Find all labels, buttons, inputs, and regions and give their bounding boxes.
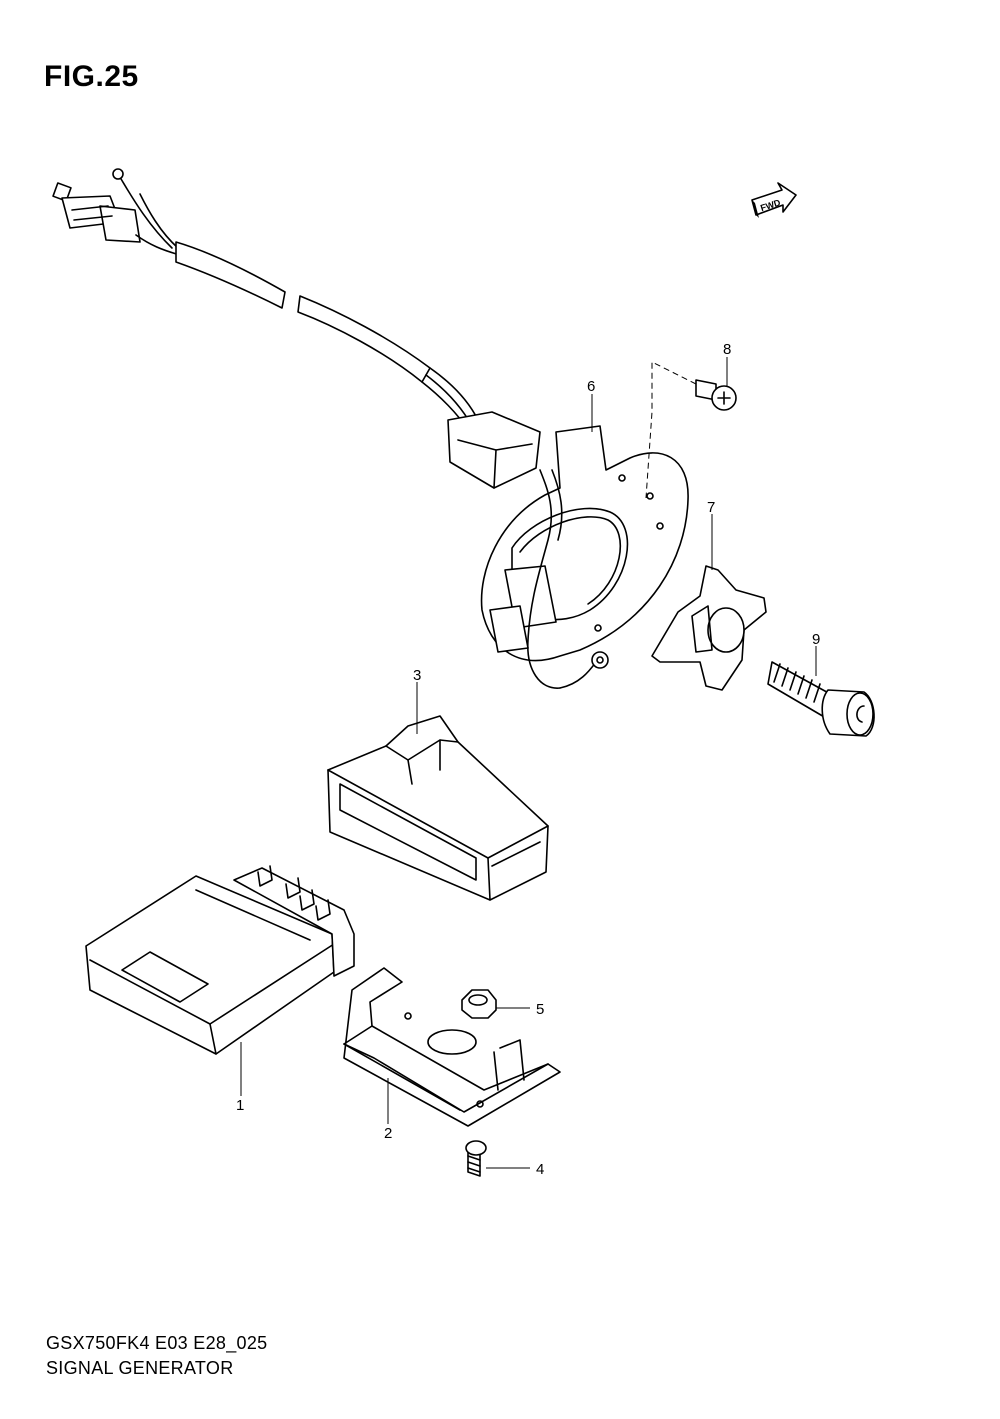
callout-leaders [240, 357, 817, 1169]
callout-2: 2 [384, 1125, 392, 1142]
callout-7: 7 [707, 499, 715, 516]
bolt-part-9 [767, 661, 875, 737]
callout-1: 1 [236, 1097, 244, 1114]
model-code: GSX750FK4 E03 E28_025 [46, 1333, 268, 1353]
cover-part-3 [327, 715, 549, 901]
callout-4: 4 [536, 1161, 544, 1178]
callout-6: 6 [587, 378, 595, 395]
callout-labels: 1 2 3 4 5 6 7 8 9 [236, 341, 820, 1178]
callout-5: 5 [536, 1001, 544, 1018]
figure-title: FIG.25 [44, 60, 139, 93]
nut-part-5 [461, 989, 497, 1019]
callout-9: 9 [812, 631, 820, 648]
callout-8: 8 [723, 341, 731, 358]
signal-generator-plate [480, 425, 689, 689]
callout-3: 3 [413, 667, 421, 684]
ecm-unit-part-1 [85, 865, 355, 1055]
bracket-part-2 [343, 967, 561, 1127]
signal-rotor [651, 565, 767, 691]
figure-name: SIGNAL GENERATOR [46, 1358, 234, 1378]
wire-harness [52, 168, 541, 489]
fwd-arrow-icon: FWD [751, 182, 797, 218]
screw-part-8 [695, 379, 737, 411]
screw-part-4 [465, 1140, 487, 1177]
